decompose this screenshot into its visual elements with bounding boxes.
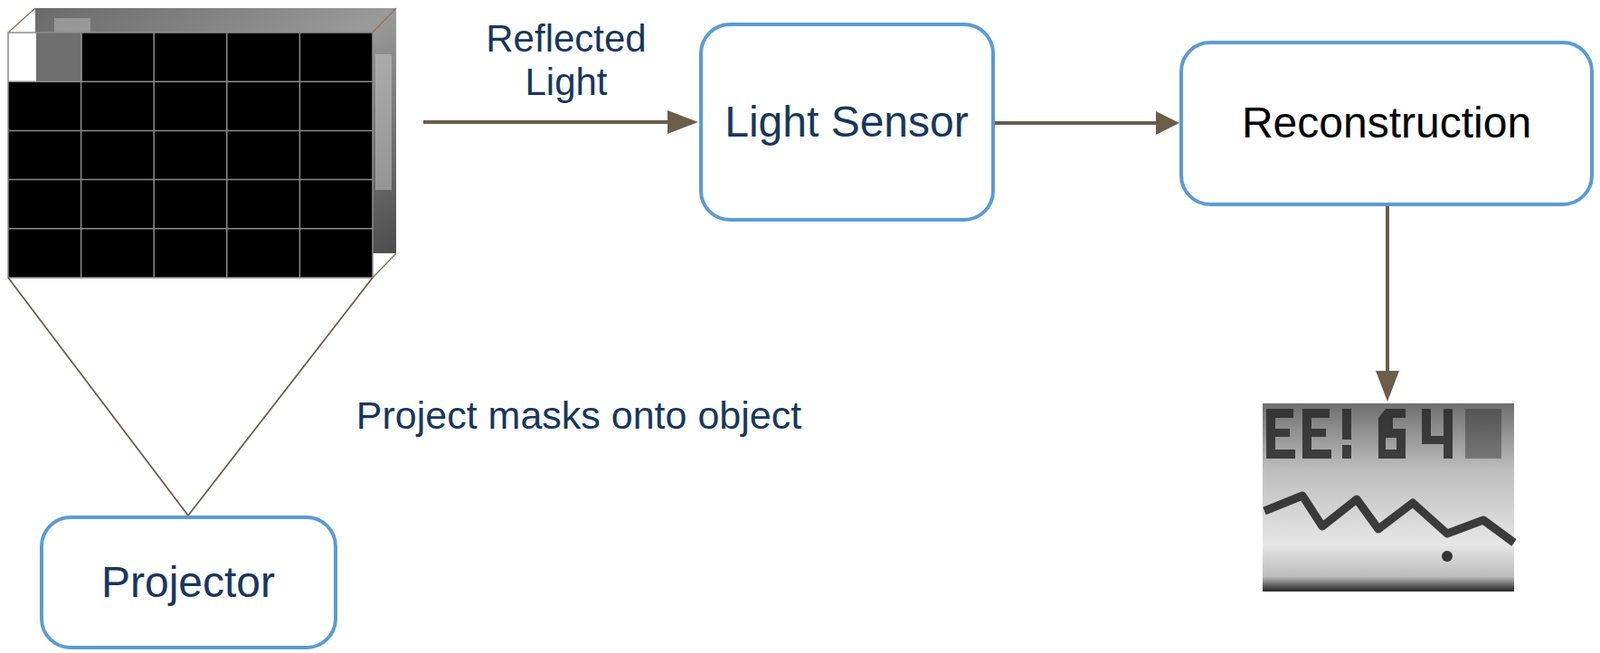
arrowhead xyxy=(1155,111,1180,135)
flow-arrow xyxy=(994,121,1163,125)
process-box: Light Sensor xyxy=(699,22,995,222)
annotation-label: Reflected Light xyxy=(453,17,680,105)
output-arrow xyxy=(1375,206,1400,402)
box-label: Projector xyxy=(101,557,275,607)
mask-grid xyxy=(8,32,373,278)
box-label: Reconstruction xyxy=(1241,97,1532,148)
reflected-light-arrow xyxy=(423,110,699,134)
process-box: Reconstruction xyxy=(1179,40,1594,207)
reconstructed-image xyxy=(1262,403,1515,592)
projection-cone xyxy=(8,277,373,516)
process-box: Projector xyxy=(39,515,338,650)
annotation-label: Project masks onto object xyxy=(262,393,896,438)
box-label: Light Sensor xyxy=(724,96,969,147)
mask-stack xyxy=(8,8,397,278)
